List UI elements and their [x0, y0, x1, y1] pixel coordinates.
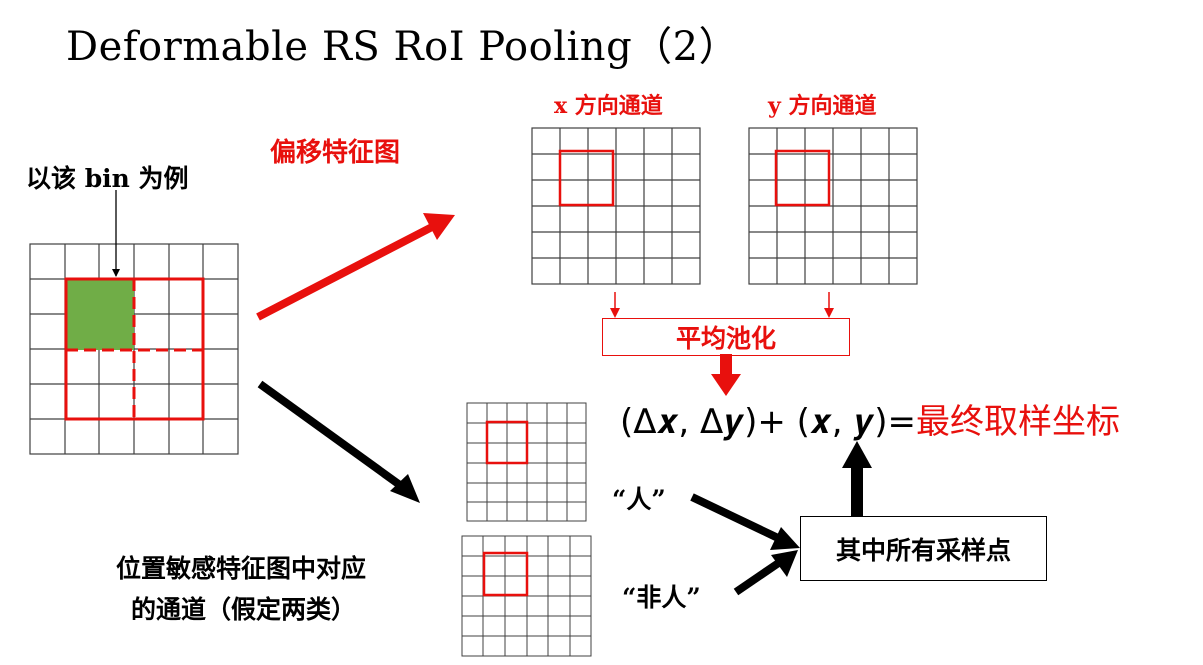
y-channel-bin-box — [774, 149, 831, 207]
non-person-to-samples-arrow — [733, 550, 798, 596]
slide-title: Deformable RS RoI Pooling（2） — [66, 24, 740, 70]
pool-to-formula-arrow — [711, 354, 741, 396]
position-sensitive-label-line2: 的通道（假定两类） — [131, 595, 357, 624]
x-channel-bin-box — [558, 149, 615, 207]
samples-to-formula-arrow — [842, 441, 872, 516]
example-bin-label: 以该 bin 为例 — [26, 164, 189, 193]
y-channel-grid — [748, 127, 918, 285]
x-channel-grid — [531, 127, 701, 285]
formula-result: 最终取样坐标 — [916, 402, 1120, 442]
formula: (Δ𝒙, Δ𝒚)+ (𝒙, 𝒚)=最终取样坐标 — [620, 394, 1120, 443]
y-channel-label: y 方向通道 — [768, 93, 877, 119]
all-sample-points-box: 其中所有采样点 — [800, 516, 1047, 581]
offset-map-label: 偏移特征图 — [270, 138, 401, 168]
position-sensitive-label-line1: 位置敏感特征图中对应 — [116, 554, 367, 583]
person-to-samples-arrow — [690, 493, 800, 550]
left-roi-box — [64, 277, 205, 421]
person-channel-bin-box — [485, 420, 529, 465]
average-pooling-box: 平均池化 — [602, 318, 850, 356]
x-channel-label: x 方向通道 — [554, 93, 663, 119]
all-sample-points-label: 其中所有采样点 — [835, 535, 1011, 565]
example-bin-cell — [66, 279, 134, 350]
position-sensitive-branch-arrow — [257, 380, 420, 503]
average-pooling-label: 平均池化 — [675, 324, 776, 353]
offset-branch-arrow — [256, 213, 455, 321]
formula-expression: (Δ𝒙, Δ𝒚)+ (𝒙, 𝒚)= — [620, 402, 916, 442]
non-person-channel-bin-box — [482, 551, 529, 597]
person-class-label: “人” — [612, 485, 666, 514]
non-person-class-label: “非人” — [622, 583, 701, 612]
